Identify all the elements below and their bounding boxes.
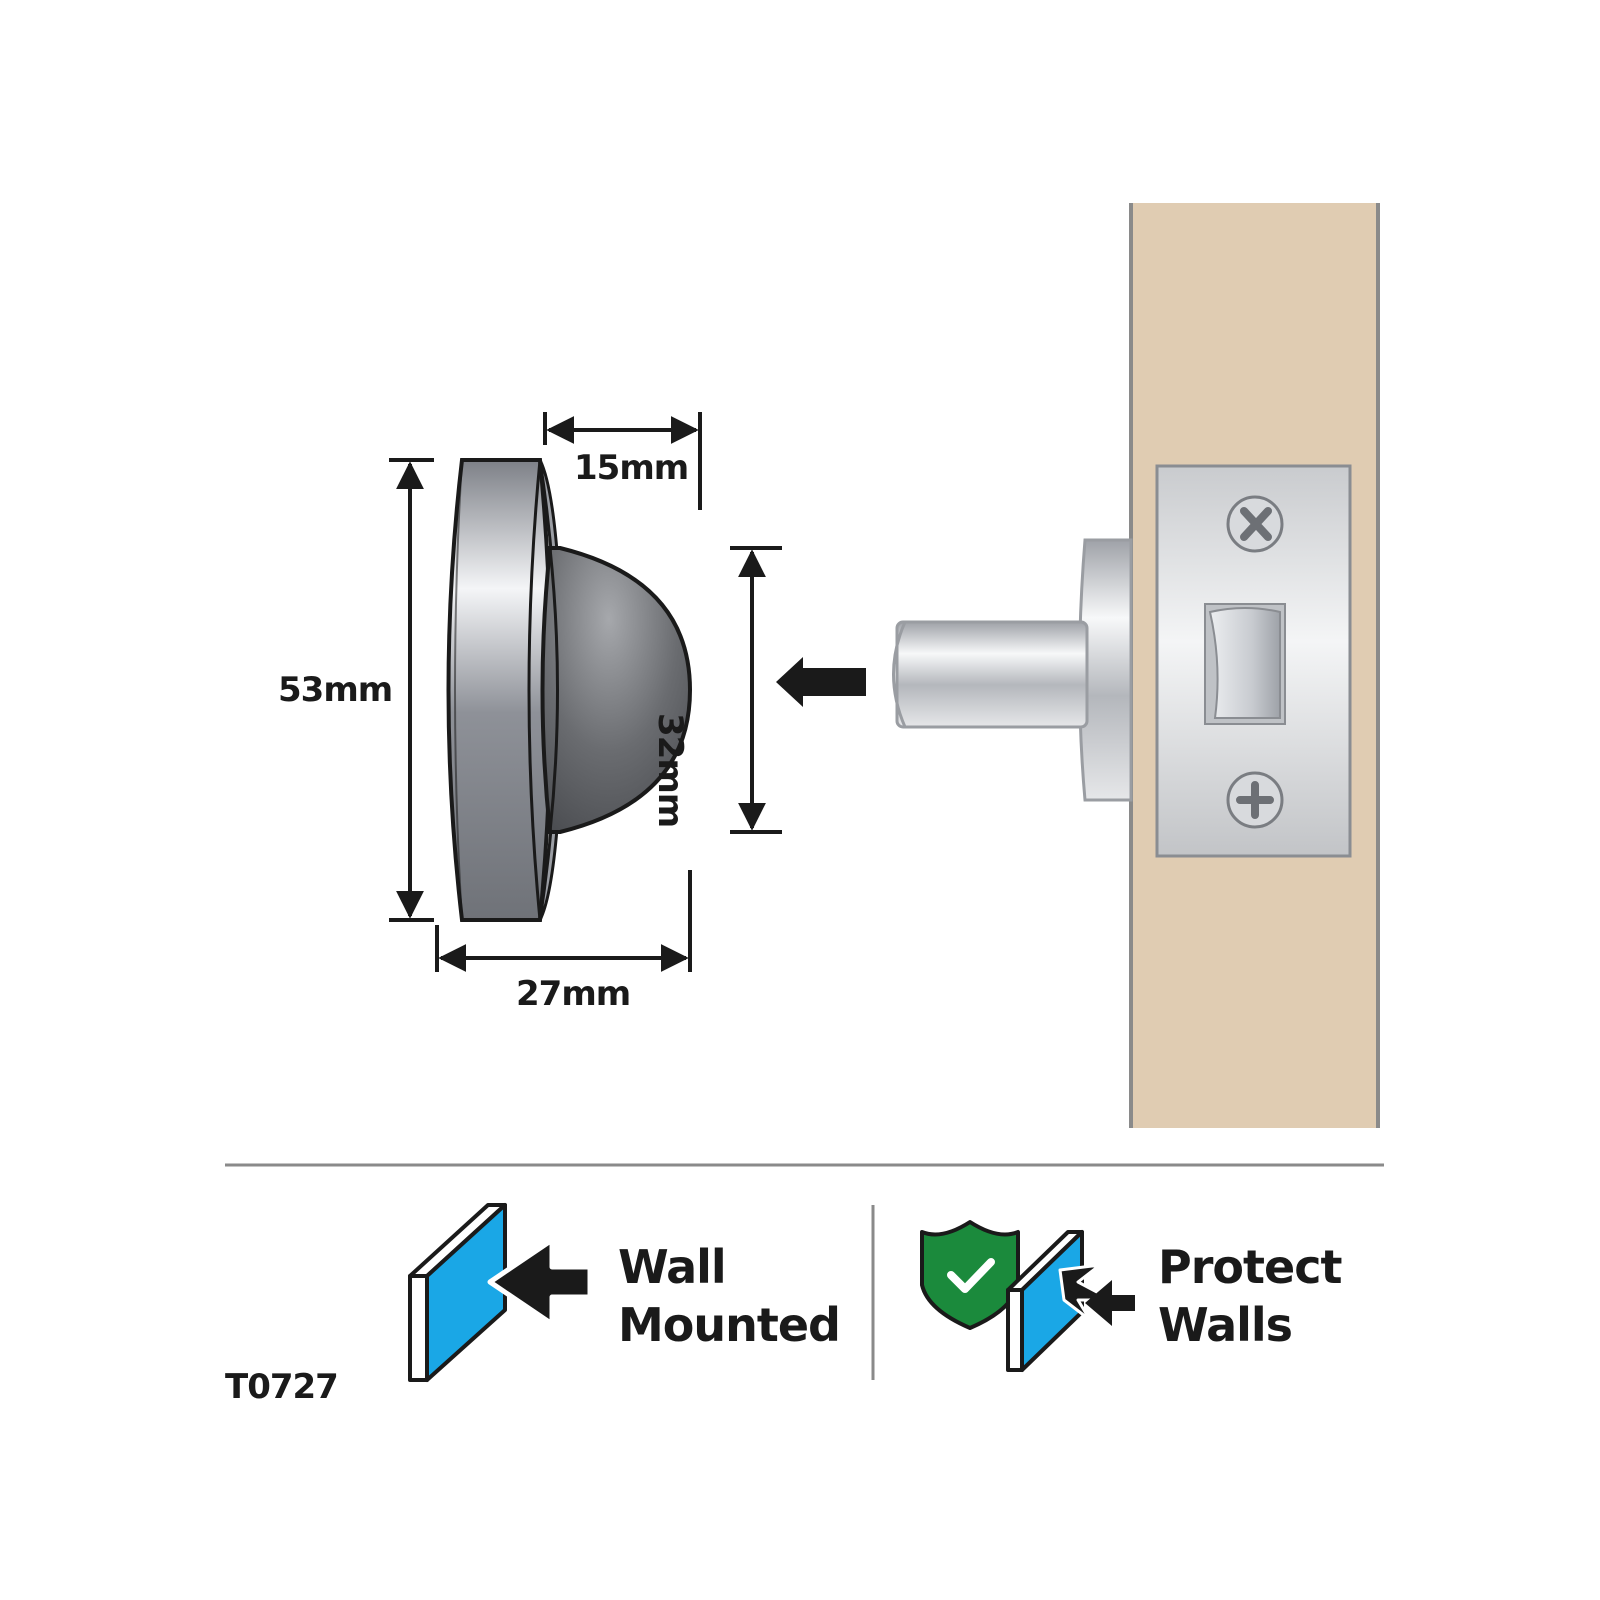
dimension-label-height: 53mm xyxy=(278,670,393,710)
door-stop xyxy=(446,458,693,922)
feature-line: Mounted xyxy=(618,1298,841,1352)
direction-arrow xyxy=(776,657,866,707)
feature-label-wall-mounted: Wall Mounted xyxy=(618,1238,841,1354)
feature-line: Wall xyxy=(618,1240,727,1294)
wall-mounted-icon xyxy=(408,1203,593,1382)
feature-line: Walls xyxy=(1158,1298,1293,1352)
screw-icon xyxy=(1226,495,1284,553)
protect-walls-icon xyxy=(920,1220,1135,1372)
dimension-label-total-depth: 27mm xyxy=(516,974,631,1014)
handle-spindle xyxy=(892,620,1089,729)
product-code: T0727 xyxy=(225,1367,339,1407)
strike-plate xyxy=(1155,464,1352,858)
screw-icon xyxy=(1226,771,1284,829)
dimension-label-dome-depth: 15mm xyxy=(574,448,689,488)
dimension-label-dome-diameter: 32mm xyxy=(650,713,690,828)
feature-label-protect-walls: Protect Walls xyxy=(1158,1238,1342,1354)
feature-line: Protect xyxy=(1158,1240,1342,1294)
latch-bolt xyxy=(1204,603,1286,725)
shield-check-icon xyxy=(920,1220,1020,1330)
dimension-lines xyxy=(389,412,782,972)
